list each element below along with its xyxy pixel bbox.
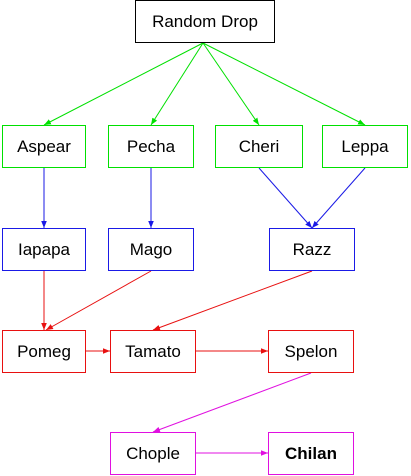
node-tamato: Tamato	[110, 330, 196, 373]
edge-leppa-to-razz	[311, 167, 366, 229]
edge-cheri-to-razz	[258, 167, 313, 229]
node-spelon: Spelon	[268, 330, 354, 373]
node-chilan: Chilan	[268, 432, 354, 475]
node-razz: Razz	[269, 228, 355, 271]
node-cheri: Cheri	[215, 125, 303, 168]
edge-random-drop-to-pecha	[150, 42, 204, 126]
node-mago: Mago	[108, 228, 194, 271]
node-random-drop: Random Drop	[135, 0, 275, 43]
node-iapapa: Iapapa	[2, 228, 86, 271]
edge-razz-to-tamato	[152, 270, 313, 331]
edge-random-drop-to-aspear	[43, 42, 204, 126]
edge-random-drop-to-leppa	[202, 42, 366, 126]
node-pecha: Pecha	[108, 125, 194, 168]
node-leppa: Leppa	[322, 125, 408, 168]
node-chople: Chople	[110, 432, 196, 475]
edge-spelon-to-chople	[152, 372, 312, 433]
node-aspear: Aspear	[2, 125, 86, 168]
node-pomeg: Pomeg	[2, 330, 86, 373]
edge-mago-to-pomeg	[45, 270, 152, 331]
edge-random-drop-to-cheri	[202, 42, 260, 126]
